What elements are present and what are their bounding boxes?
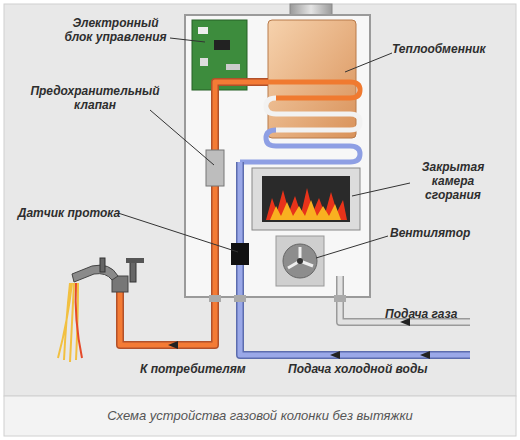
combustion-chamber [252, 168, 360, 230]
flow-arrow [420, 351, 430, 359]
faucet-handle [100, 258, 105, 272]
coil-warm [266, 98, 360, 130]
faucet-handle [130, 262, 136, 282]
faucet-handle [126, 258, 144, 263]
part-label: Теплообменник [392, 42, 512, 56]
part-label: Подача газа [385, 307, 505, 321]
leader-line [345, 53, 392, 72]
flow-arrow [330, 351, 340, 359]
safety-valve [206, 150, 224, 186]
part-label: Предохранительный клапан [30, 84, 160, 112]
fan-hub [297, 258, 303, 264]
board-chip [198, 27, 208, 34]
part-label: Подача холодной воды [288, 362, 468, 376]
leader-lines [118, 38, 410, 258]
background-panel [4, 4, 516, 396]
board-chip [200, 58, 208, 66]
leader-line [118, 213, 238, 252]
part-label: Электронный блок управления [58, 16, 173, 44]
fan [283, 244, 317, 278]
faucet-spout [72, 265, 118, 282]
coil-hot [268, 82, 360, 98]
part-label: Вентилятор [390, 226, 500, 240]
hot-pipe [120, 82, 268, 345]
fitting [209, 295, 221, 302]
fitting [234, 295, 246, 302]
leader-line [352, 183, 410, 196]
leader-line [316, 236, 388, 258]
hot-pipe-outline [120, 82, 268, 345]
water-stream [76, 283, 82, 358]
heat-exchanger [268, 20, 356, 138]
flow-sensor [231, 243, 249, 265]
fan-housing [276, 236, 324, 286]
coil-cold [240, 130, 360, 162]
chamber-window [262, 176, 350, 222]
flame-core [270, 200, 341, 220]
part-label: Датчик протока [14, 206, 124, 220]
board-chip [226, 64, 240, 70]
leader-line [170, 38, 205, 42]
part-label: Закрытая камера сгорания [412, 160, 494, 202]
flow-arrow [168, 341, 178, 349]
board-chip [214, 40, 230, 50]
fan-blades [288, 247, 313, 268]
part-label: К потребителям [140, 362, 270, 376]
leader-line [150, 110, 214, 165]
fitting [334, 295, 346, 302]
flame [266, 188, 347, 220]
caption: Схема устройства газовой колонки без выт… [0, 408, 520, 423]
